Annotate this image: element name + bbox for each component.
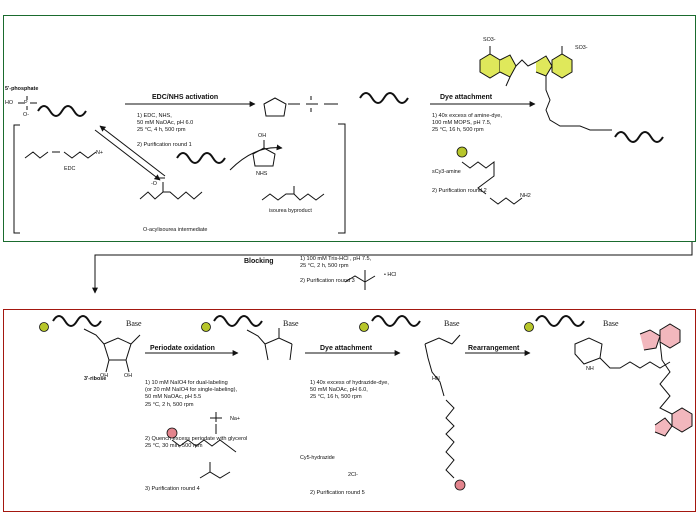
condition-line: 1) 10 mM NaIO4 for dual-labeling: [145, 380, 228, 386]
label-3prime-ribose: 3'-ribose: [84, 376, 107, 382]
label-isourea: isourea byproduct: [269, 208, 312, 214]
red-dye-ball-1: [454, 479, 466, 491]
condition-line: 2) Purification round 1: [137, 141, 192, 148]
label-cy5-hydrazide: Cy5-hydrazide: [300, 455, 335, 461]
label-base-1: Base: [126, 319, 142, 328]
label-5prime-phosphate: 5'-phosphate: [5, 86, 39, 92]
label-so3-right: SO3-: [575, 45, 588, 51]
condition-line: 25 °C, 2 h, 500 rpm: [145, 401, 194, 408]
red-dye-ball-2: [166, 427, 178, 439]
section-box-5prime: [3, 15, 696, 242]
rna-strand-6: [213, 315, 263, 327]
rna-strand-5: [52, 315, 102, 327]
label-nhs: NHS: [256, 171, 268, 177]
condition-line: 25 °C, 16 h, 500 rpm: [310, 394, 362, 401]
step-title-dye-attachment-2: Dye attachment: [320, 345, 373, 352]
label-nhs-oh: OH: [258, 133, 267, 139]
label-scy3-nh2: NH2: [520, 193, 531, 199]
green-dye-ball-1: [39, 322, 49, 332]
step-title-dye-attachment-1: Dye attachment: [440, 94, 493, 101]
label-cy5-2cl: 2Cl-: [348, 472, 358, 478]
condition-line: 25 °C, 16 h, 500 rpm: [432, 127, 484, 134]
step-purification-2: 2) Purification round 2: [432, 188, 487, 194]
label-scy3-amine: sCy3-amine: [432, 169, 461, 175]
rna-strand-8: [535, 315, 585, 327]
green-dye-ball-2: [201, 322, 211, 332]
label-base-2: Base: [283, 319, 299, 328]
step-conditions-dye-attachment-2: 1) 40x excess of hydrazide-dye,50 mM NaO…: [310, 380, 389, 402]
label-na-plus: Na+: [230, 416, 241, 422]
step-title-blocking: Blocking: [244, 258, 274, 265]
label-oh-ribose-2: OH: [124, 373, 133, 379]
label-oh-ribose-1: OH: [100, 373, 109, 379]
label-tris-hcl: • HCl: [384, 272, 397, 278]
condition-line: 50 mM NaOAc, pH 5.5: [145, 394, 202, 401]
condition-line: 50 mM NaOAc, pH 6.0: [137, 120, 194, 127]
condition-line: 1) 40x excess of amine-dye,: [432, 113, 502, 119]
label-nh-product: NH: [586, 366, 594, 372]
section-banner-3prime: 3'-end labeling: [9, 296, 86, 308]
rna-strand-1: [37, 105, 87, 117]
atom-ho: HO: [5, 100, 14, 106]
condition-line: [137, 135, 193, 142]
label-hn-hydrazone: HN: [432, 376, 440, 382]
label-so3-left: SO3-: [483, 37, 496, 43]
condition-line: 2) Purification round 3: [300, 277, 355, 284]
step-conditions-periodate: 1) 10 mM NaIO4 for dual-labeling(or 20 m…: [145, 380, 237, 409]
label-base-4: Base: [603, 319, 619, 328]
atom-om: O-: [23, 112, 29, 118]
condition-line: (or 20 mM NaIO4 for single-labeling),: [145, 387, 238, 394]
rna-strand-7: [371, 315, 421, 327]
section-box-3prime: [3, 309, 696, 512]
section-banner-5prime: 5'-end labeling: [9, 2, 86, 14]
step-purification-4: 3) Purification round 4: [145, 486, 200, 492]
condition-line: 1) 100 mM Tris-HCl , pH 7.5,: [300, 256, 372, 262]
step-purification-5: 2) Purification round 5: [310, 490, 365, 496]
label-base-3: Base: [444, 319, 460, 328]
condition-line: 1) 40x excess of hydrazide-dye,: [310, 380, 389, 386]
step-title-edc-nhs: EDC/NHS activation: [152, 94, 219, 101]
condition-line: 25 °C, 4 h, 500 rpm: [137, 127, 186, 134]
step-quench-periodate: 2) Quench excess periodate with glycerol…: [145, 436, 247, 450]
rna-strand-3: [359, 92, 409, 104]
step-conditions-blocking: 1) 100 mM Tris-HCl , pH 7.5,25 °C, 2 h, …: [300, 256, 371, 285]
atom-p: P: [24, 100, 28, 106]
label-edc-nplus: N+: [96, 150, 104, 156]
step-conditions-dye-attachment-1: 1) 40x excess of amine-dye,100 mM MOPS, …: [432, 113, 502, 135]
condition-line: 2) Quench excess periodate with glycerol: [145, 436, 248, 442]
condition-line: 25 °C, 30 min, 500 rpm: [145, 443, 203, 450]
label-acylisourea-ome: -O: [151, 181, 157, 187]
condition-line: 25 °C, 2 h, 500 rpm: [300, 263, 349, 270]
label-acylisourea: O-acylisourea intermediate: [143, 227, 208, 233]
condition-line: 1) EDC, NHS,: [137, 113, 172, 119]
step-title-periodate-oxidation: Periodate oxidation: [150, 345, 215, 352]
green-dye-ball-4: [524, 322, 534, 332]
green-dye-ball-scy3: [456, 146, 468, 158]
condition-line: [300, 270, 371, 277]
rna-strand-2: [176, 152, 226, 164]
rna-strand-4: [614, 131, 664, 143]
step-title-rearrangement: Rearrangement: [468, 345, 520, 352]
condition-line: 100 mM MOPS, pH 7.5,: [432, 120, 492, 127]
condition-line: 50 mM NaOAc, pH 6.0,: [310, 387, 368, 394]
green-dye-ball-3: [359, 322, 369, 332]
label-edc: EDC: [64, 166, 76, 172]
